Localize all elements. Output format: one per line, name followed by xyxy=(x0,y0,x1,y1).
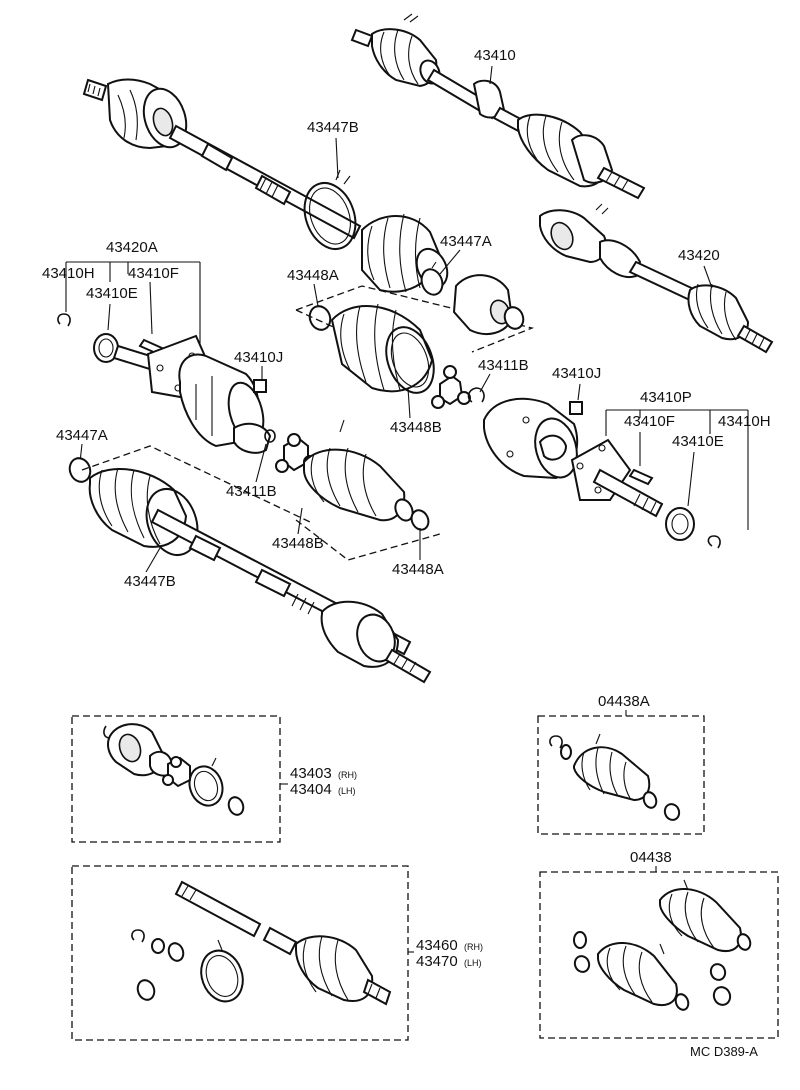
snap-ring-icon xyxy=(467,387,485,403)
kit-box-04438 xyxy=(539,871,779,1039)
snap-ring-icon xyxy=(57,313,71,327)
boot-clamp-icon xyxy=(68,457,92,483)
label-43410j-left: 43410J xyxy=(234,349,283,366)
kit-box-43403 xyxy=(71,715,281,843)
nut-icon xyxy=(253,379,267,393)
label-43447a-left: 43447A xyxy=(56,427,108,444)
kit-box-43460 xyxy=(71,865,409,1041)
bearing-bracket-icon xyxy=(665,507,695,541)
drive-shaft-icon xyxy=(88,467,432,684)
bearing-bracket-icon xyxy=(570,438,664,518)
drive-shaft-icon xyxy=(539,203,774,354)
label-43404: 43404 xyxy=(290,781,332,798)
drive-shaft-icon xyxy=(350,13,646,200)
cv-boot-icon xyxy=(303,419,430,531)
label-43447b-left: 43447B xyxy=(124,573,176,590)
cv-boot-icon xyxy=(483,397,579,480)
boot-clamp-icon xyxy=(420,261,444,296)
label-04438a: 04438A xyxy=(598,693,650,710)
label-lh-1: (LH) xyxy=(338,786,356,796)
drive-shaft-icon xyxy=(82,78,449,293)
label-43420a: 43420A xyxy=(106,239,158,256)
snap-ring-icon xyxy=(707,535,721,549)
label-43447b-top: 43447B xyxy=(307,119,359,136)
label-43448a-bottom: 43448A xyxy=(392,561,444,578)
label-rh-1: (RH) xyxy=(338,770,357,780)
label-43410f-right: 43410F xyxy=(624,413,675,430)
label-43410h-right: 43410H xyxy=(718,413,771,430)
label-43403: 43403 xyxy=(290,765,332,782)
cv-boot-icon xyxy=(452,274,525,335)
kit-box-04438a xyxy=(537,715,705,835)
diagram-code: MC D389-A xyxy=(690,1044,758,1059)
boot-clamp-icon xyxy=(303,169,357,250)
label-43420: 43420 xyxy=(678,247,720,264)
label-04438: 04438 xyxy=(630,849,672,866)
bolt-icon xyxy=(628,468,654,486)
label-43410e-left: 43410E xyxy=(86,285,138,302)
label-43448a-top: 43448A xyxy=(287,267,339,284)
label-43410f-left: 43410F xyxy=(128,265,179,282)
nut-icon xyxy=(569,401,583,415)
label-43448b-top: 43448B xyxy=(390,419,442,436)
cv-boot-icon xyxy=(330,303,435,394)
label-43411b-right: 43411B xyxy=(478,357,529,374)
label-lh-2: (LH) xyxy=(464,958,482,968)
label-43410h-left: 43410H xyxy=(42,265,95,282)
tripod-joint-icon xyxy=(431,365,471,409)
boot-clamp-icon xyxy=(308,305,332,331)
label-43410: 43410 xyxy=(474,47,516,64)
label-43410p: 43410P xyxy=(640,389,692,406)
label-43411b-left: 43411B xyxy=(226,483,277,500)
label-43448b-bottom: 43448B xyxy=(272,535,324,552)
label-43410j-right: 43410J xyxy=(552,365,601,382)
label-rh-2: (RH) xyxy=(464,942,483,952)
drive-shaft-icon xyxy=(112,334,272,454)
label-43470: 43470 xyxy=(416,953,458,970)
snap-ring-icon xyxy=(264,429,276,443)
label-43447a-top: 43447A xyxy=(440,233,492,250)
label-43460: 43460 xyxy=(416,937,458,954)
label-43410e-right: 43410E xyxy=(672,433,724,450)
